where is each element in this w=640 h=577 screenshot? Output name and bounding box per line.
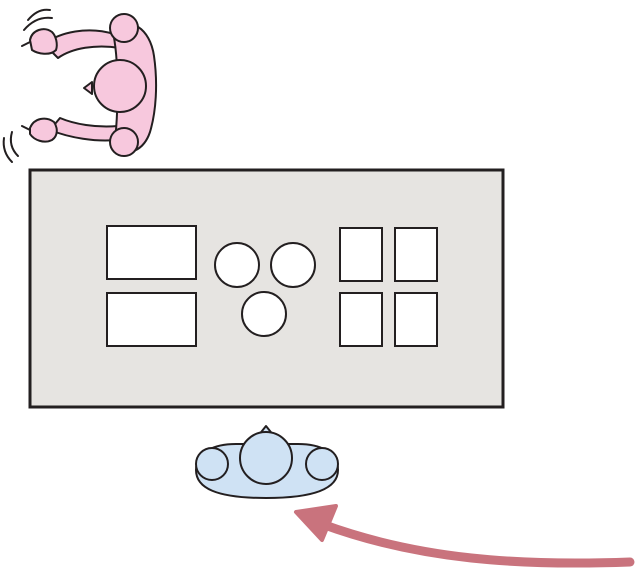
motion-lines-icon [2,8,53,163]
table-item-circle [241,291,287,337]
curved-arrow-icon [294,504,635,568]
table-item-circle [214,242,260,288]
table-item-rectangle [106,225,197,280]
table-item-square [394,292,438,347]
table-item-square [339,227,383,282]
guest-person-icon [195,425,339,499]
table-item-rectangle [106,292,197,347]
table-item-square [339,292,383,347]
host-person-icon [2,8,158,163]
table [28,168,505,409]
table-item-circle [270,242,316,288]
table-item-square [394,227,438,282]
